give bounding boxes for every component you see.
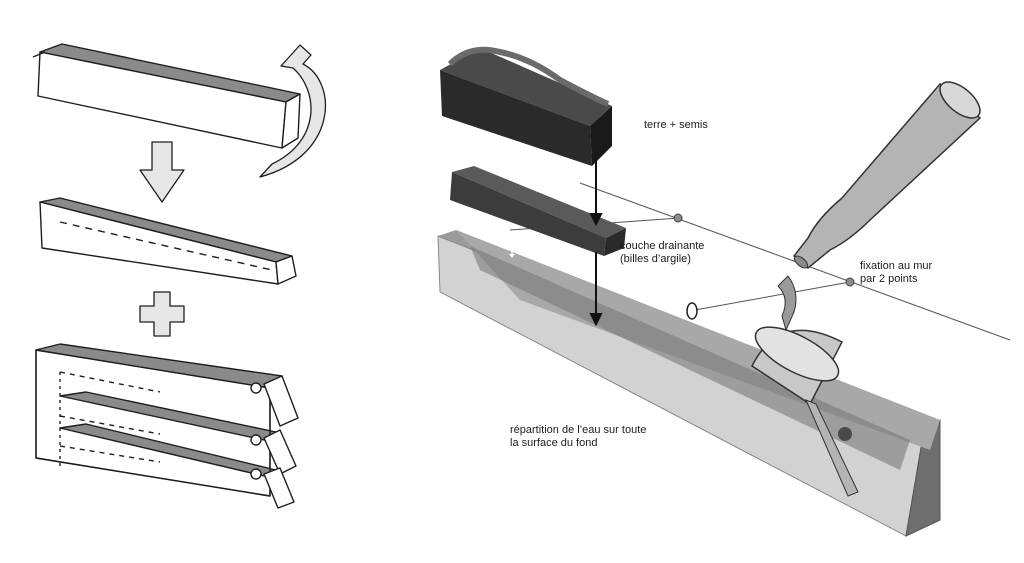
render-panel [437,46,1011,537]
bottle-icon [792,81,982,269]
pour-arrow-icon [777,275,797,332]
wall-mount-pointer-2 [694,281,851,311]
label-drainage-line-2: (billes d’argile) [620,253,691,265]
soil-block [440,46,612,166]
mount-clip [686,302,698,320]
sketch-stacked-gutters [35,343,299,509]
drainage-layer [450,166,626,256]
down-arrow-icon [139,141,185,203]
label-water: répartition de l’eau sur toute la surfac… [510,424,646,450]
plus-icon [139,291,185,337]
label-drainage-line-1: couche drainante [620,240,705,252]
label-drainage: couche drainante (billes d’argile) [620,240,704,266]
wall-mount-point-2 [845,277,855,287]
assembly-arrows [589,160,603,327]
sketch-straight-gutter [32,43,301,149]
sketch-tilted-gutter [39,197,297,285]
label-wall-mount-line-2: par 2 points [860,273,918,285]
rotate-arrow-icon [259,44,326,178]
label-wall-mount: fixation au mur par 2 points [860,260,932,286]
label-water-line-1: répartition de l’eau sur toute [510,424,647,436]
wall-mount-point-1 [673,213,683,223]
sketch-panel [32,43,326,509]
funnel-icon [751,326,859,497]
label-soil: terre + semis [644,119,708,131]
label-wall-mount-line-1: fixation au mur [860,260,933,272]
label-water-line-2: la surface du fond [510,437,598,449]
